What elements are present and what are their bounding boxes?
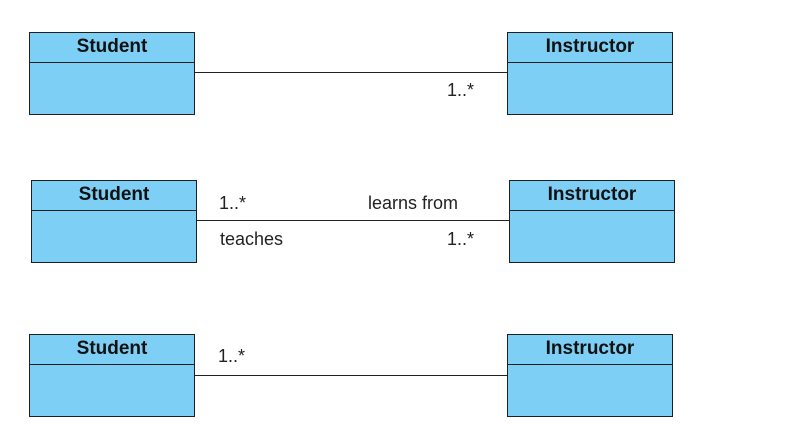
class-attributes-compartment xyxy=(508,63,672,114)
class-name: Student xyxy=(30,335,194,365)
right-multiplicity-1: 1..* xyxy=(447,80,475,100)
class-attributes-compartment xyxy=(510,211,674,262)
class-name: Student xyxy=(30,33,194,63)
class-name: Instructor xyxy=(508,33,672,63)
instructor-class-3[interactable]: Instructor xyxy=(507,334,673,417)
class-attributes-compartment xyxy=(30,365,194,416)
right-role-2: learns from xyxy=(368,193,459,213)
class-attributes-compartment xyxy=(30,63,194,114)
association-line-1[interactable] xyxy=(195,72,509,73)
class-name: Instructor xyxy=(510,181,674,211)
association-line-3[interactable] xyxy=(195,375,509,376)
student-class-3[interactable]: Student xyxy=(29,334,195,417)
left-multiplicity-2: 1..* xyxy=(219,193,247,213)
left-role-2: teaches xyxy=(220,229,284,249)
association-line-2[interactable] xyxy=(197,220,510,221)
student-class-2[interactable]: Student xyxy=(31,180,197,263)
instructor-class-2[interactable]: Instructor xyxy=(509,180,675,263)
left-multiplicity-3: 1..* xyxy=(218,346,246,366)
instructor-class-1[interactable]: Instructor xyxy=(507,32,673,115)
class-name: Instructor xyxy=(508,335,672,365)
class-attributes-compartment xyxy=(508,365,672,416)
right-multiplicity-2: 1..* xyxy=(447,229,475,249)
student-class-1[interactable]: Student xyxy=(29,32,195,115)
class-attributes-compartment xyxy=(32,211,196,262)
class-name: Student xyxy=(32,181,196,211)
